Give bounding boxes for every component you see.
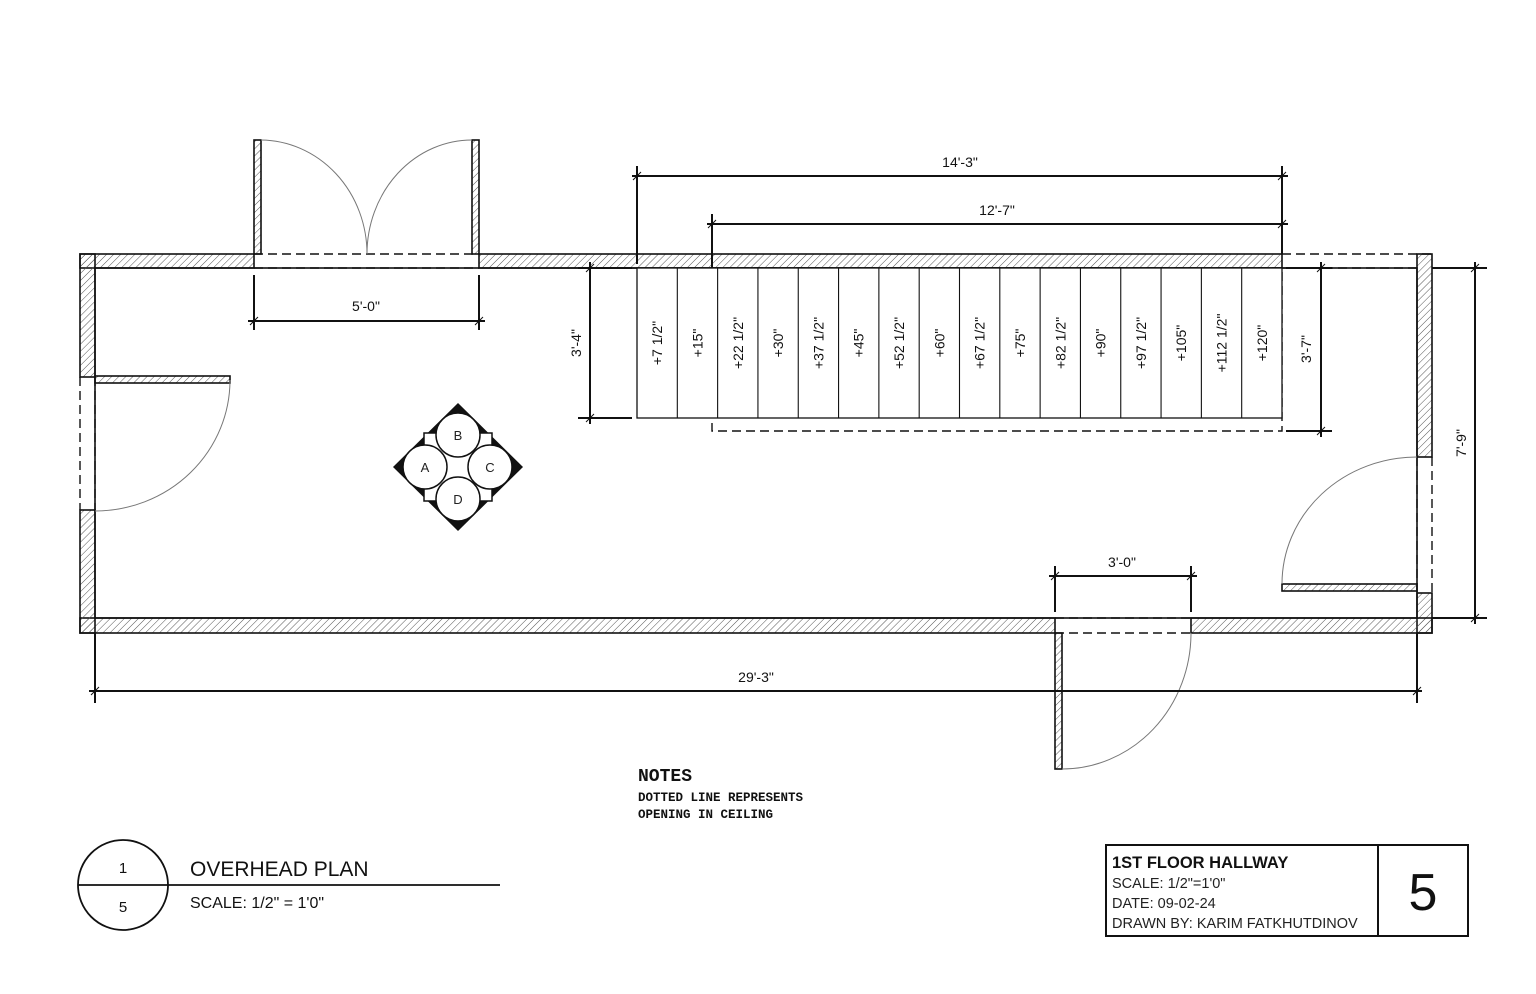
notes-line-2: OPENING IN CEILING: [638, 808, 773, 822]
wall-bottom-left: [79, 617, 1056, 634]
stair-tread-height: +82 1/2": [1052, 317, 1068, 369]
sheet-number: 5: [119, 899, 127, 916]
title-block-name: 1ST FLOOR HALLWAY: [1112, 854, 1288, 872]
dim-stair-width: 3'-4": [568, 329, 584, 357]
title-block: 1ST FLOOR HALLWAY SCALE: 1/2"=1'0" DATE:…: [1105, 844, 1469, 937]
door-leaf-left: [253, 139, 262, 255]
dim-stair-run-total: 14'-3": [942, 154, 978, 170]
stair-tread-height: +120": [1254, 325, 1270, 362]
fixture-label-a: A: [421, 460, 430, 475]
stair-tread-height: +75": [1012, 329, 1028, 358]
notes-line-1: DOTTED LINE REPRESENTS: [638, 791, 804, 805]
wall-left-lower: [79, 509, 96, 634]
stair-tread-height: +15": [689, 329, 705, 358]
wall-top-middle: [478, 253, 1283, 269]
stair-tread-height: +67 1/2": [972, 317, 988, 369]
fixture-circle-a: [402, 444, 448, 490]
drawing-title: 1 5 OVERHEAD PLAN SCALE: 1/2" = 1'0": [77, 839, 500, 931]
stair-tread-height: +60": [931, 329, 947, 358]
stair-tread-height: +37 1/2": [810, 317, 826, 369]
stair-tread-height: +52 1/2": [891, 317, 907, 369]
dimension-ticks: [90, 171, 1480, 696]
fixture-label-c: C: [485, 460, 494, 475]
door-leaf-west: [94, 375, 231, 384]
wall-right-upper: [1416, 253, 1433, 458]
wall-left-upper: [79, 253, 96, 378]
doors: [94, 139, 1418, 770]
walls: [79, 253, 1433, 634]
stair: +7 1/2" +15" +22 1/2" +30" +37 1/2" +45" +52 1…: [636, 267, 1283, 419]
stair-tread-height: +45": [851, 329, 867, 358]
drawing-scale: SCALE: 1/2" = 1'0": [190, 895, 324, 912]
stair-tread-height: +30": [770, 329, 786, 358]
dimension-lines: [89, 166, 1487, 703]
fixture-circle-b: [435, 412, 481, 458]
door-leaf-east: [1281, 583, 1418, 592]
stair-tread-height: +7 1/2": [649, 321, 665, 365]
notes: NOTES DOTTED LINE REPRESENTS OPENING IN …: [638, 767, 804, 822]
stair-tread-height: +112 1/2": [1214, 314, 1230, 373]
door-swings: [94, 139, 1418, 770]
stair-tread-height: +22 1/2": [730, 317, 746, 369]
title-block-drawn-by: DRAWN BY: KARIM FATKHUTDINOV: [1112, 916, 1358, 932]
wall-top-left: [79, 253, 255, 269]
wall-bottom-right: [1190, 617, 1433, 634]
dim-ceiling-opening-width: 3'-7": [1298, 335, 1314, 363]
title-block-sheet-number: 5: [1409, 864, 1438, 922]
dim-overall-width: 7'-9": [1453, 429, 1469, 457]
fixture-label-d: D: [453, 492, 462, 507]
dim-double-door: 5'-0": [352, 298, 380, 314]
fixture-circle-d: [435, 476, 481, 522]
stair-tread-height: +97 1/2": [1133, 317, 1149, 369]
detail-number: 1: [119, 860, 127, 877]
stair-tread-height: +90": [1093, 329, 1109, 358]
dim-single-door: 3'-0": [1108, 554, 1136, 570]
dim-ceiling-opening-length: 12'-7": [979, 202, 1015, 218]
title-block-scale: SCALE: 1/2"=1'0": [1112, 876, 1225, 892]
fixture-label-b: B: [454, 428, 463, 443]
drawing-title-text: OVERHEAD PLAN: [190, 858, 369, 881]
ceiling-fixture: A B C D: [393, 403, 523, 531]
door-leaf-south: [1054, 632, 1063, 770]
title-block-date: DATE: 09-02-24: [1112, 896, 1216, 912]
fixture-circle-c: [467, 444, 513, 490]
stair-tread-height: +105": [1173, 325, 1189, 362]
notes-heading: NOTES: [638, 767, 692, 787]
dim-overall-length: 29'-3": [738, 669, 774, 685]
door-leaf-right: [471, 139, 480, 255]
